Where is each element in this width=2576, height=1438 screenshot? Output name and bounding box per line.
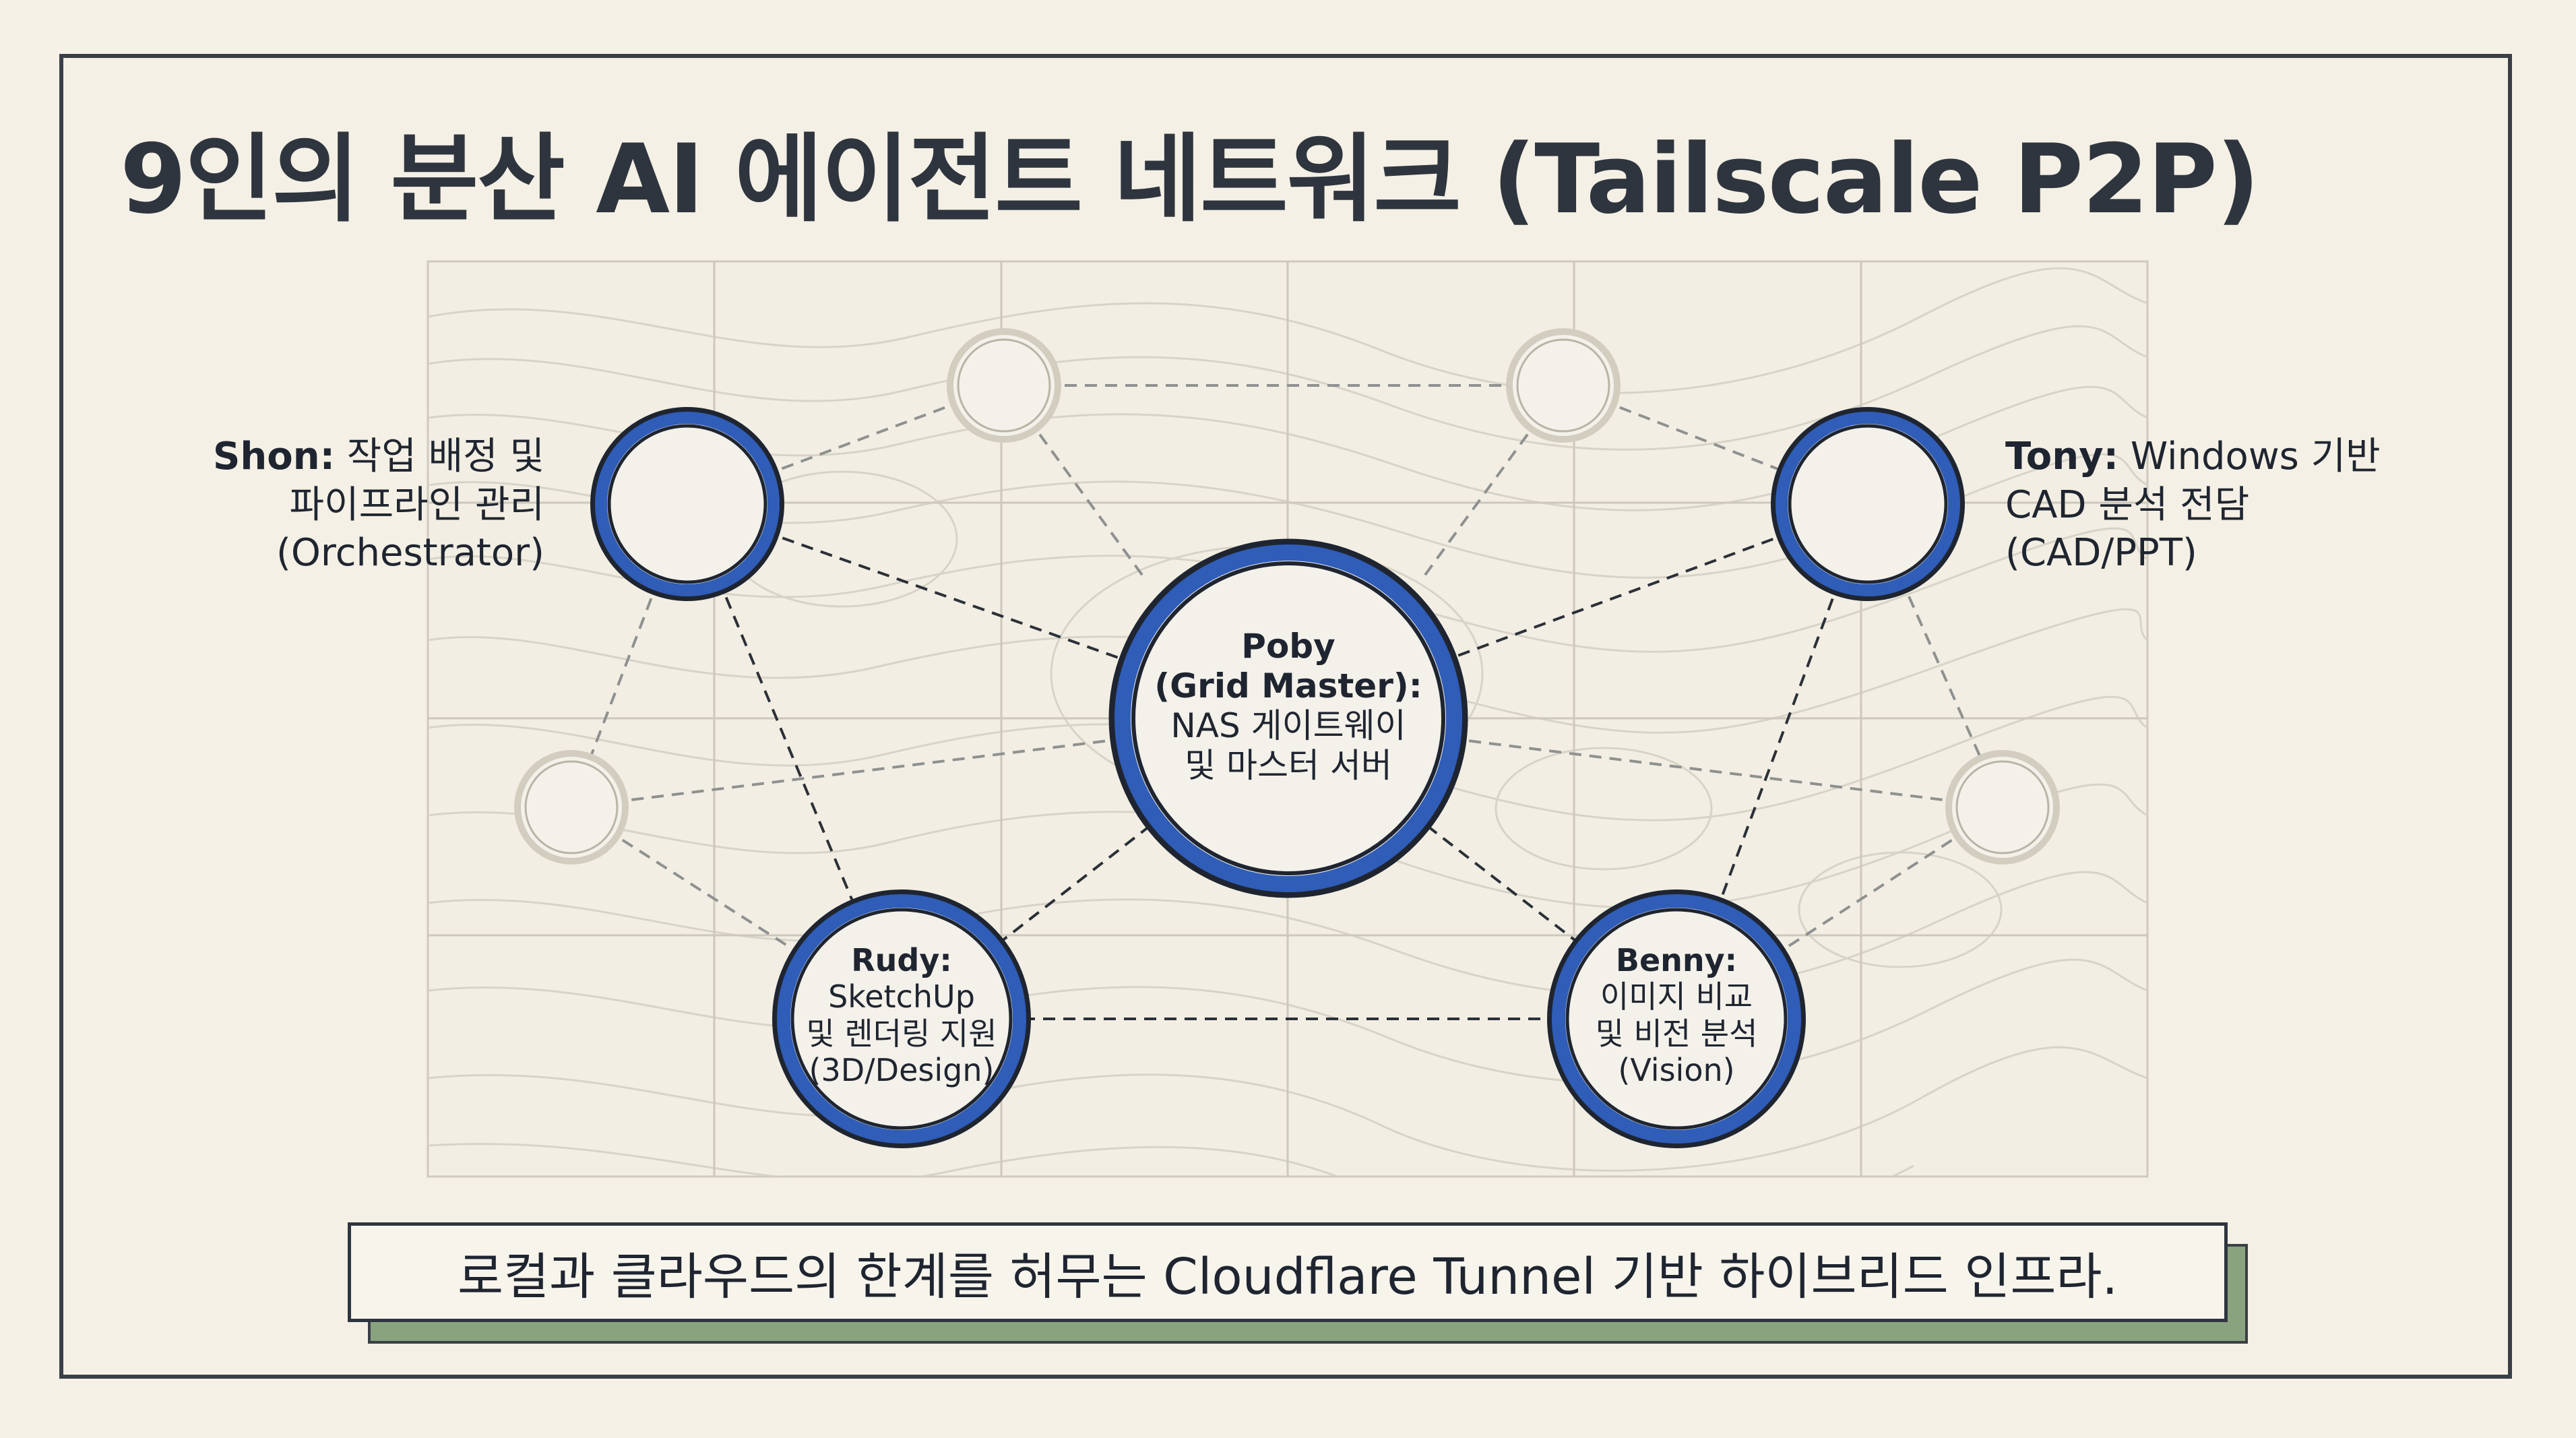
- shon-desc-3: (Orchestrator): [276, 531, 544, 575]
- poby-name: Poby: [1241, 627, 1336, 666]
- caption-banner: 로컬과 클라우드의 한계를 허무는 Cloudflare Tunnel 기반 하…: [348, 1222, 2228, 1322]
- tony-label: Tony: Windows 기반 CAD 분석 전담 (CAD/PPT): [2005, 433, 2410, 577]
- tony-name: Tony:: [2005, 435, 2118, 478]
- node-shon: [590, 407, 784, 601]
- rudy-desc-1: SketchUp: [828, 978, 975, 1015]
- rudy-desc-3: (3D/Design): [809, 1051, 995, 1088]
- node-rudy: [772, 889, 1031, 1148]
- rudy-label: Rudy: SketchUp 및 렌더링 지원 (3D/Design): [794, 942, 1009, 1088]
- shon-name: Shon:: [213, 435, 335, 478]
- minor-node-top-right: [1506, 328, 1621, 443]
- shon-desc-2: 파이프라인 관리: [289, 482, 544, 527]
- poby-role: (Grid Master):: [1154, 666, 1422, 706]
- minor-node-top-left: [947, 328, 1061, 443]
- node-tony: [1771, 407, 1965, 601]
- minor-node-right: [1945, 750, 2060, 865]
- poby-desc-2: 및 마스터 서버: [1185, 746, 1392, 785]
- benny-desc-2: 및 비전 분석: [1595, 1015, 1758, 1052]
- node-benny: [1547, 889, 1806, 1148]
- slide-title: 9인의 분산 AI 에이전트 네트워크 (Tailscale P2P): [120, 124, 2260, 235]
- shon-label: Shon: 작업 배정 및 파이프라인 관리 (Orchestrator): [209, 433, 544, 577]
- rudy-desc-2: 및 렌더링 지원: [806, 1015, 997, 1052]
- tony-desc-2: CAD 분석 전담: [2005, 482, 2250, 527]
- poby-label: Poby (Grid Master): NAS 게이트웨이 및 마스터 서버: [1154, 627, 1423, 786]
- shon-desc-1: 작업 배정 및: [346, 435, 544, 478]
- rudy-name: Rudy:: [851, 942, 952, 978]
- tony-desc-1: Windows 기반: [2130, 435, 2381, 478]
- benny-desc-1: 이미지 비교: [1600, 978, 1753, 1015]
- tony-desc-3: (CAD/PPT): [2005, 531, 2197, 575]
- poby-desc-1: NAS 게이트웨이: [1170, 706, 1406, 745]
- benny-name: Benny:: [1615, 942, 1738, 978]
- benny-label: Benny: 이미지 비교 및 비전 분석 (Vision): [1569, 942, 1784, 1088]
- minor-node-left: [514, 750, 629, 865]
- benny-desc-3: (Vision): [1618, 1051, 1735, 1088]
- node-poby: [1108, 538, 1468, 898]
